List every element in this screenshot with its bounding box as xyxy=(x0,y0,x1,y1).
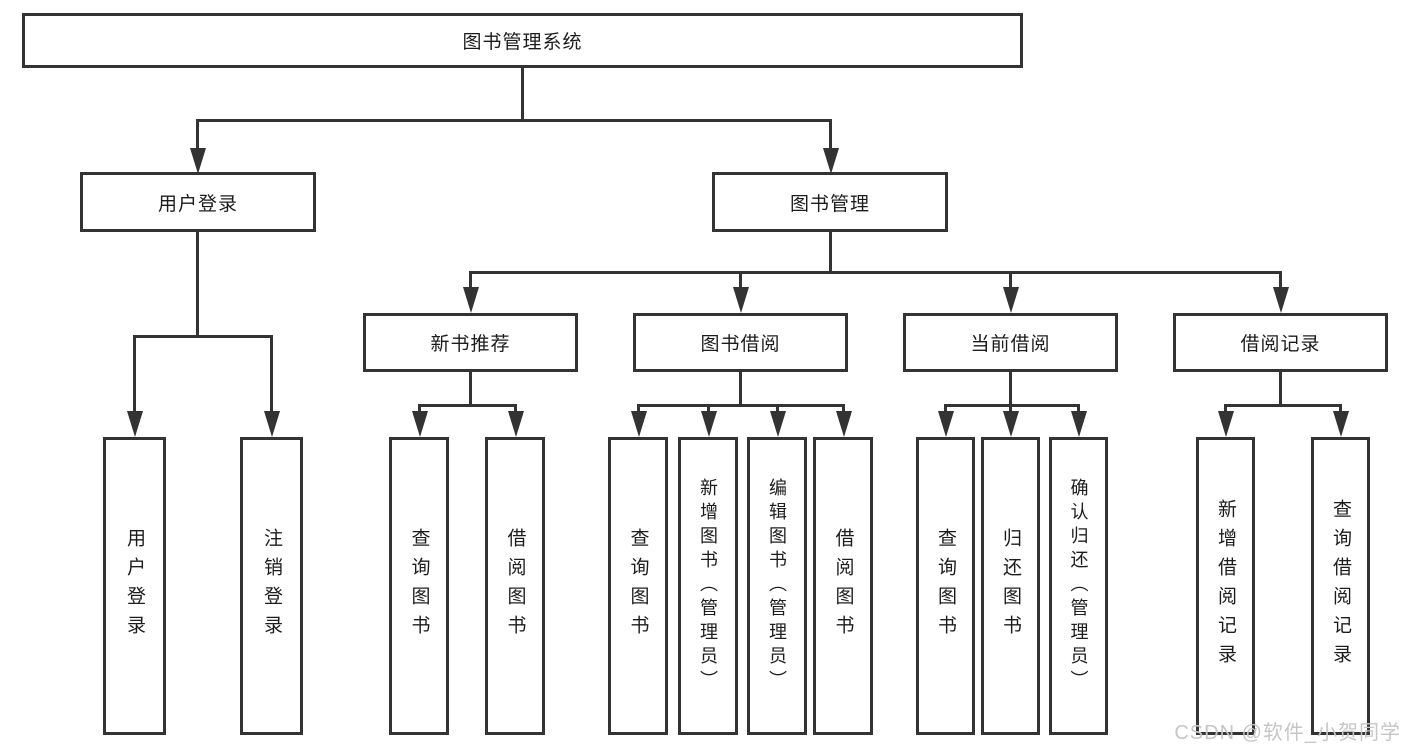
connector-line xyxy=(469,271,472,289)
leaf-borrow-books: 借阅图书 xyxy=(485,437,545,735)
arrow-down-icon xyxy=(508,411,524,437)
connector-line xyxy=(637,404,640,414)
connector-line xyxy=(1224,404,1342,407)
leaf-confirm-return-admin: 确认归还（管理员） xyxy=(1049,437,1108,735)
connector-line xyxy=(829,232,832,274)
leaf-logout: 注销登录 xyxy=(240,437,303,735)
connector-line xyxy=(418,404,421,414)
arrow-down-icon xyxy=(770,411,786,437)
watermark: CSDN @软件_小贺同学 xyxy=(1174,722,1401,744)
arrow-down-icon xyxy=(1273,287,1289,313)
connector-line xyxy=(1077,404,1080,414)
connector-line xyxy=(842,404,845,414)
arrow-down-icon xyxy=(1333,411,1349,437)
arrow-down-icon xyxy=(127,411,143,437)
leaf-query-books: 查询图书 xyxy=(916,437,975,735)
leaf-add-borrow-record: 新增借阅记录 xyxy=(1196,437,1255,735)
arrow-down-icon xyxy=(836,411,852,437)
leaf-query-books: 查询图书 xyxy=(389,437,449,735)
leaf-return-books: 归还图书 xyxy=(981,437,1040,735)
connector-line xyxy=(637,404,845,407)
node-book-borrowing: 图书借阅 xyxy=(633,313,848,372)
arrow-down-icon xyxy=(412,411,428,437)
node-library-management-system: 图书管理系统 xyxy=(22,13,1023,68)
connector-line xyxy=(707,404,710,414)
connector-line xyxy=(418,404,517,407)
node-current-borrowing: 当前借阅 xyxy=(903,313,1118,372)
connector-line xyxy=(196,119,832,122)
connector-line xyxy=(1009,271,1012,289)
connector-line xyxy=(1009,404,1012,414)
connector-line xyxy=(944,404,1080,407)
node-user-login: 用户登录 xyxy=(80,172,316,232)
arrow-down-icon xyxy=(1218,411,1234,437)
node-book-management: 图书管理 xyxy=(712,172,948,232)
leaf-user-login: 用户登录 xyxy=(103,437,166,735)
connector-line xyxy=(514,404,517,414)
connector-line xyxy=(739,372,742,407)
arrow-down-icon xyxy=(264,411,280,437)
arrow-down-icon xyxy=(938,411,954,437)
connector-line xyxy=(1224,404,1227,414)
connector-line xyxy=(196,232,199,337)
arrow-down-icon xyxy=(701,411,717,437)
leaf-borrow-books: 借阅图书 xyxy=(813,437,873,735)
connector-line xyxy=(1339,404,1342,414)
connector-line xyxy=(1279,372,1282,407)
connector-line xyxy=(521,68,524,121)
arrow-down-icon xyxy=(631,411,647,437)
arrow-down-icon xyxy=(190,148,206,174)
leaf-query-borrow-record: 查询借阅记录 xyxy=(1311,437,1370,735)
connector-line xyxy=(133,335,136,413)
arrow-down-icon xyxy=(1071,411,1087,437)
connector-line xyxy=(739,271,742,289)
connector-line xyxy=(469,271,1282,274)
connector-line xyxy=(776,404,779,414)
leaf-query-books: 查询图书 xyxy=(608,437,668,735)
node-borrowing-records: 借阅记录 xyxy=(1173,313,1388,372)
leaf-add-book-admin: 新增图书（管理员） xyxy=(678,437,738,735)
leaf-edit-book-admin: 编辑图书（管理员） xyxy=(747,437,807,735)
connector-line xyxy=(133,335,273,338)
arrow-down-icon xyxy=(463,287,479,313)
arrow-down-icon xyxy=(1003,411,1019,437)
connector-line xyxy=(469,372,472,407)
connector-line xyxy=(270,335,273,413)
arrow-down-icon xyxy=(1003,287,1019,313)
connector-line xyxy=(196,119,199,149)
connector-line xyxy=(1279,271,1282,289)
connector-line xyxy=(829,119,832,149)
arrow-down-icon xyxy=(823,148,839,174)
node-new-book-recommendation: 新书推荐 xyxy=(363,313,578,372)
connector-line xyxy=(944,404,947,414)
arrow-down-icon xyxy=(733,287,749,313)
connector-line xyxy=(1009,372,1012,407)
